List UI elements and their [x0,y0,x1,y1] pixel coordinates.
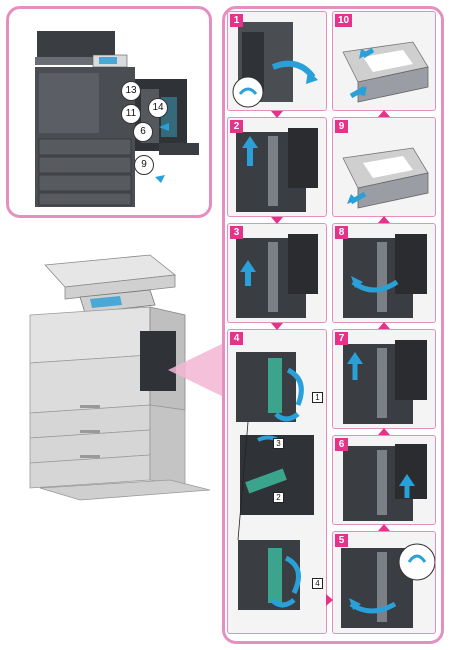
callout-6: 6 [133,122,153,142]
step-number-badge: 10 [335,14,353,27]
step-panel-6: 6 [332,435,436,525]
callout-13: 13 [121,81,141,101]
step-number-badge: 6 [335,438,348,451]
substep-1: 1 [312,392,323,403]
substep-4: 4 [312,578,323,589]
step-panel-3: 3 [227,223,327,323]
step-panel-7: 7 [332,329,436,429]
flow-arrow-up-icon [378,322,390,329]
step-panel-9: 9 [332,117,436,217]
flow-arrow-down-icon [271,111,283,118]
callout-9: 9 [134,155,154,175]
step-panel-2: 2 [227,117,327,217]
callout-11: 11 [121,104,141,124]
flow-arrow-up-icon [378,428,390,435]
step-number-badge: 8 [335,226,348,239]
step-panel-5: 5 [332,531,436,634]
callout-14: 14 [148,98,168,118]
substep-3: 3 [273,438,284,449]
step-number-badge: 2 [230,120,243,133]
step-panel-10: 10 [332,11,436,111]
step-panel-4: 4 1 2 3 4 [227,329,327,634]
printer-full-illustration [29,254,211,501]
step-number-badge: 3 [230,226,243,239]
printer-overview-illustration [35,31,199,207]
flow-arrow-right-icon [326,594,333,606]
step-number-badge: 9 [335,120,348,133]
substep-2: 2 [273,492,284,503]
callout-pointer [168,340,230,400]
overview-frame: 13 11 14 6 9 [6,6,212,218]
step-number-badge: 1 [230,14,243,27]
step-number-badge: 5 [335,534,348,547]
flow-arrow-up-icon [378,110,390,117]
step-number-badge: 4 [230,332,243,345]
flow-arrow-down-icon [271,323,283,330]
step-number-badge: 7 [335,332,348,345]
step-panel-1: 1 [227,11,327,111]
flow-arrow-up-icon [378,524,390,531]
step-panel-8: 8 [332,223,436,323]
flow-arrow-down-icon [271,217,283,224]
flow-arrow-up-icon [378,216,390,223]
